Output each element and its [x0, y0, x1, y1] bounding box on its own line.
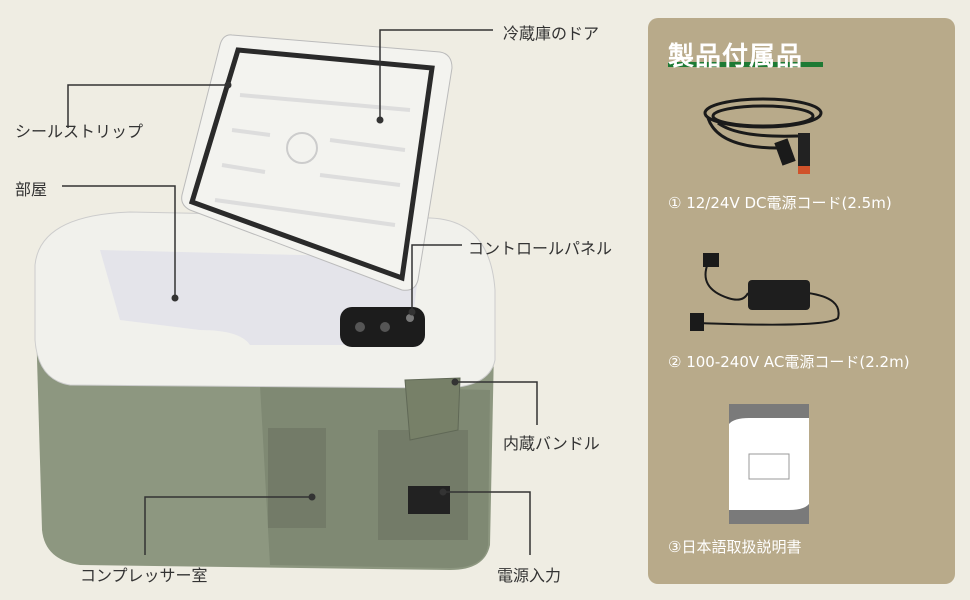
vent-grille-front: [268, 428, 326, 528]
accessories-title: 製品付属品: [668, 42, 804, 72]
callout-handle: 内蔵バンドル: [503, 434, 600, 453]
dc-cable-icon: [703, 97, 823, 174]
fridge-door: [181, 34, 453, 291]
seal-strip: [188, 47, 435, 282]
manual-icon: [729, 404, 809, 524]
title-underline: [668, 62, 823, 67]
accessory-item-1-label: ① 12/24V DC電源コード(2.5m): [668, 194, 892, 212]
callout-compressor: コンプレッサー室: [80, 566, 208, 585]
callout-power-input: 電源入力: [497, 566, 562, 585]
accessory-item-3-label: ③日本語取扱説明書: [668, 538, 802, 556]
accessory-item-2-label: ② 100-240V AC電源コード(2.2m): [668, 353, 910, 371]
ac-adapter-icon: [690, 253, 840, 331]
callout-chamber: 部屋: [15, 180, 48, 199]
callout-door: 冷蔵庫のドア: [503, 24, 600, 43]
callout-control-panel: コントロールパネル: [468, 239, 613, 258]
callout-seal-strip: シールストリップ: [15, 122, 144, 141]
handle: [404, 377, 461, 441]
vent-grille-side: [378, 430, 468, 540]
fridge-illustration: [34, 29, 538, 570]
accessories-panel: 製品付属品 ① 12/24V DC電源コード(2.5m) ② 100-240V …: [648, 18, 955, 584]
